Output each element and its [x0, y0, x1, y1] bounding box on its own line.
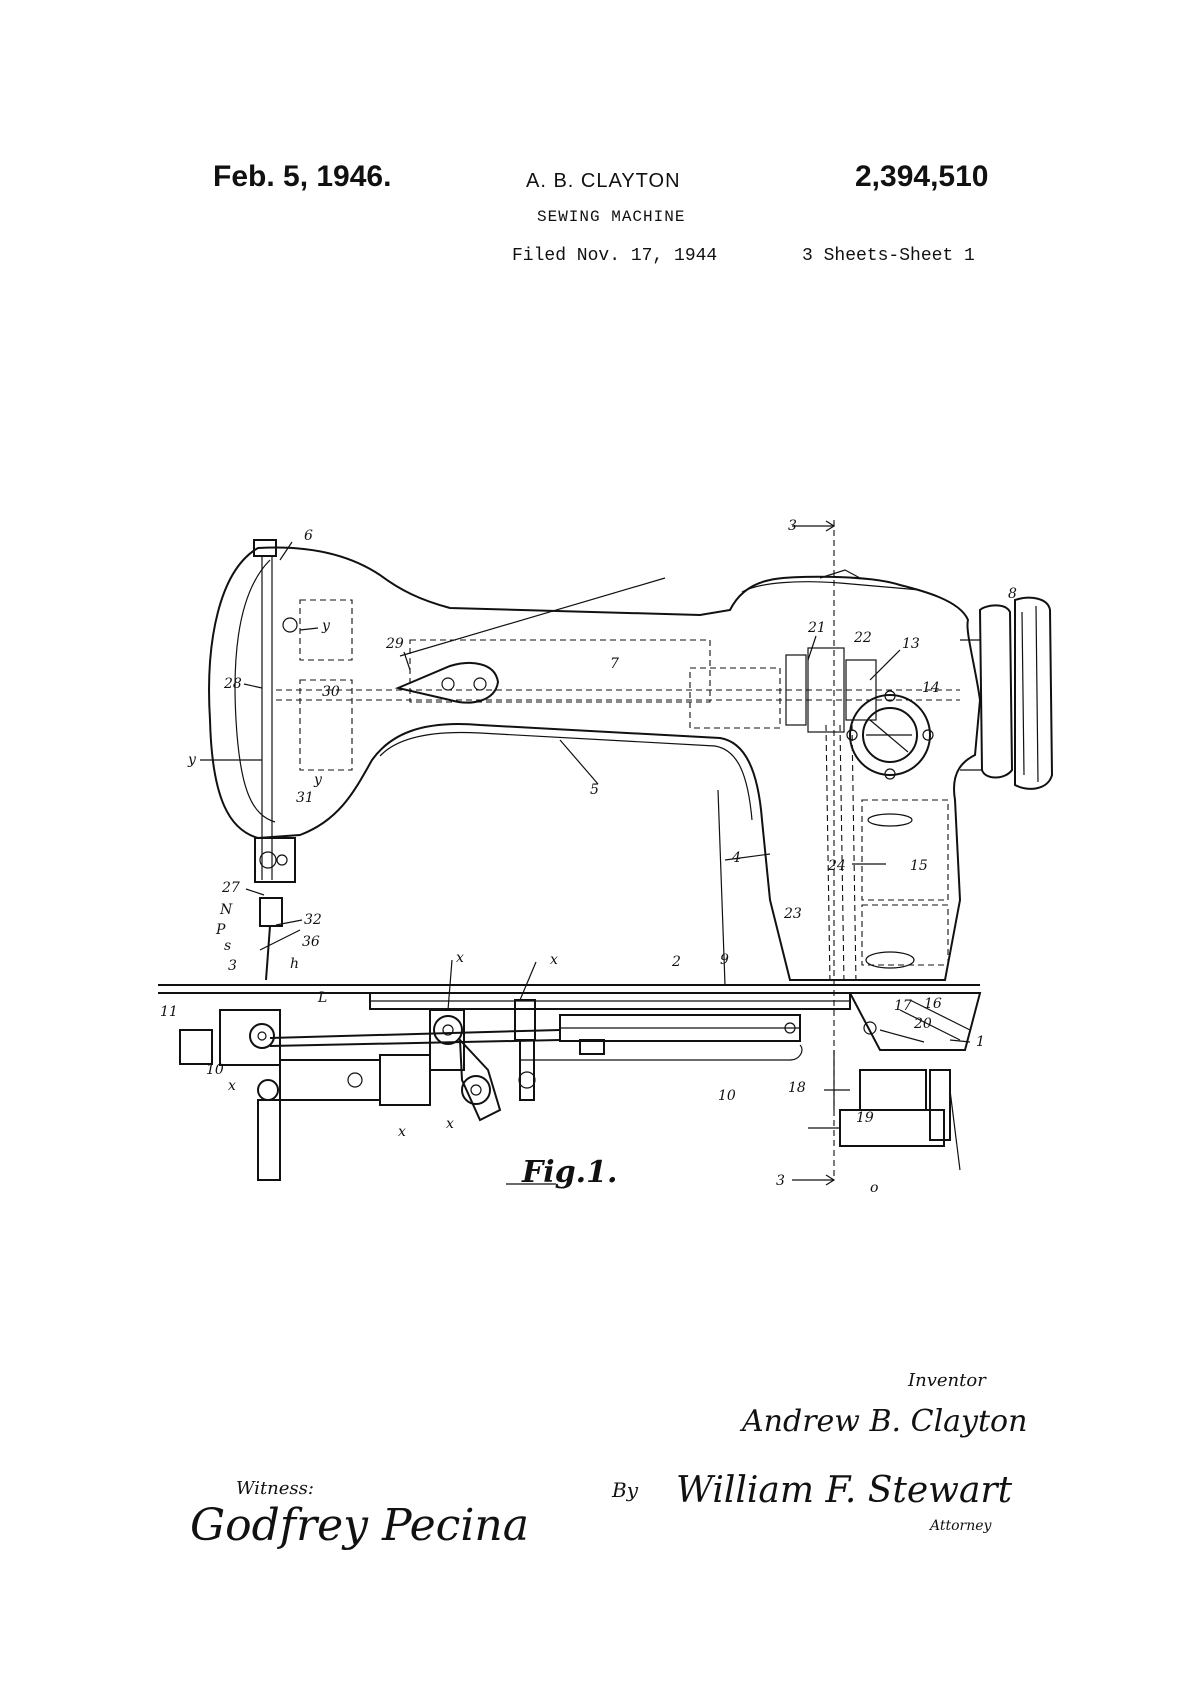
part-label: 15 — [910, 858, 928, 874]
bed-plate — [158, 984, 982, 1051]
part-label: L — [317, 990, 327, 1006]
part-label: 22 — [853, 630, 872, 646]
part-label: 31 — [296, 790, 314, 806]
patent-date: Feb. 5, 1946. — [213, 160, 392, 193]
part-label: x — [550, 952, 558, 968]
part-label: 29 — [385, 636, 404, 652]
part-label: 11 — [160, 1004, 178, 1020]
section-mark-top: 3 — [788, 518, 797, 534]
part-label: y — [321, 618, 331, 634]
part-label: 27 — [221, 880, 240, 896]
part-label: o — [870, 1180, 878, 1196]
part-label: x — [446, 1116, 454, 1132]
sheet-count: 3 Sheets-Sheet 1 — [802, 246, 975, 266]
part-label: 5 — [590, 782, 599, 798]
section-mark-bottom: 3 — [776, 1173, 785, 1189]
part-label: 16 — [924, 996, 942, 1012]
filed-date: Filed Nov. 17, 1944 — [512, 246, 718, 266]
part-label: 8 — [1008, 586, 1017, 602]
witness-label: Witness: — [236, 1478, 314, 1499]
part-label: s — [224, 938, 231, 954]
part-label: 4 — [731, 850, 741, 866]
part-label: 14 — [922, 680, 940, 696]
part-label: 19 — [856, 1110, 874, 1126]
needle-bar-area — [253, 539, 353, 981]
part-label: N — [219, 902, 233, 918]
part-label: 30 — [322, 684, 340, 700]
section-line: 3 3 — [776, 518, 836, 1189]
part-label: 28 — [223, 676, 242, 692]
part-label: 24 — [827, 858, 846, 874]
part-label: 7 — [610, 656, 619, 672]
vertical-shaft — [825, 724, 949, 986]
part-label: h — [290, 956, 299, 972]
part-label: x — [456, 950, 464, 966]
part-label: 23 — [783, 906, 802, 922]
part-label: P — [215, 922, 226, 938]
part-label: 10 — [206, 1062, 224, 1078]
part-label: 17 — [894, 998, 912, 1014]
part-label: 18 — [788, 1080, 806, 1096]
patent-number: 2,394,510 — [855, 160, 989, 193]
part-label: 9 — [720, 952, 729, 968]
part-label: 20 — [913, 1016, 932, 1032]
attorney-label: Attorney — [930, 1518, 992, 1534]
machine-body — [208, 546, 982, 986]
leader-lines — [200, 541, 971, 1091]
part-label: 10 — [718, 1088, 736, 1104]
part-label: y — [313, 772, 323, 788]
part-label: 3 — [228, 958, 237, 974]
part-label: 36 — [302, 934, 320, 950]
handwheel — [960, 596, 1054, 790]
part-label: 13 — [902, 636, 920, 652]
attorney-signature: William F. Stewart — [676, 1470, 1013, 1511]
part-label: 32 — [304, 912, 322, 928]
lower-mechanism — [179, 999, 961, 1181]
patent-title: SEWING MACHINE — [537, 208, 686, 226]
part-label: y — [187, 752, 197, 768]
witness-signature: Godfrey Pecina — [190, 1500, 529, 1551]
figure-caption: Fig.1. — [521, 1155, 617, 1190]
inventor-header: A. B. CLAYTON — [526, 170, 681, 192]
part-label: x — [228, 1078, 236, 1094]
part-labels: 6 y 29 7 21 22 13 8 14 28 30 y y 5 31 4 … — [160, 528, 1017, 1196]
upper-shaft — [276, 639, 960, 780]
part-label: 2 — [671, 954, 681, 970]
part-label: 6 — [304, 528, 313, 544]
by-label: By — [612, 1478, 638, 1502]
inventor-name: Andrew B. Clayton — [742, 1404, 1028, 1439]
inventor-label: Inventor — [908, 1370, 986, 1391]
part-label: x — [398, 1124, 406, 1140]
part-label: 1 — [976, 1034, 985, 1050]
part-label: 21 — [807, 620, 826, 636]
